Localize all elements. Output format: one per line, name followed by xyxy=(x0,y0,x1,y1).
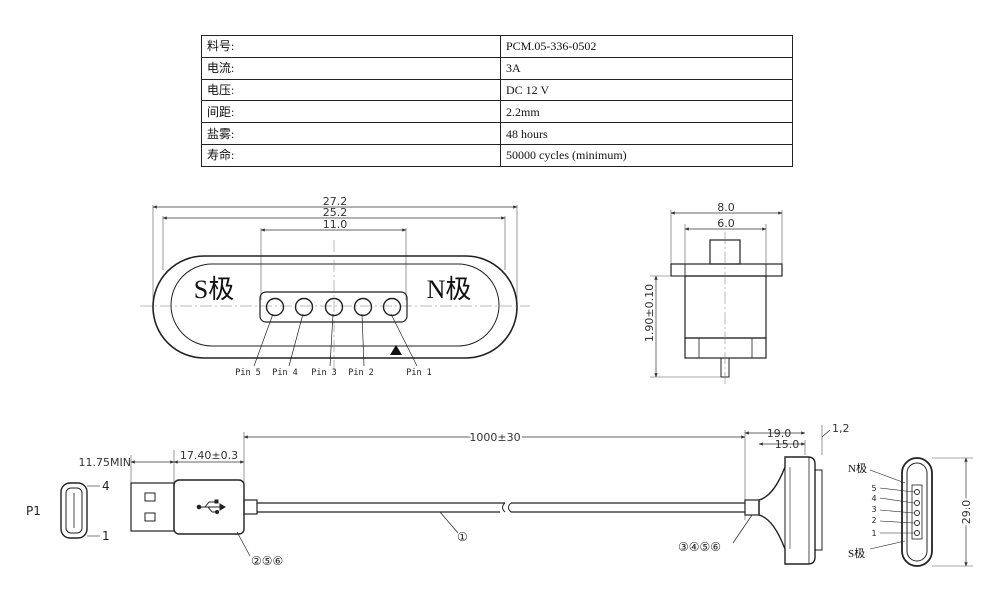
n-pole-label: N极 xyxy=(427,275,472,304)
pin-5-contact xyxy=(265,297,285,317)
pin-1-label: Pin 1 xyxy=(406,368,432,378)
dim-inner: 6.0 xyxy=(717,217,735,230)
pin-1-contact xyxy=(382,297,402,317)
ref-cable: ① xyxy=(457,530,468,544)
s-label: S极 xyxy=(848,546,865,560)
connector-pin-3-label: 3 xyxy=(871,505,876,514)
dim-height: 1.90±0.10 xyxy=(643,284,656,342)
front-view xyxy=(140,205,530,370)
spec-label: 电流: xyxy=(201,56,501,80)
connector-face-inner xyxy=(906,462,928,562)
pin-2-label: Pin 2 xyxy=(348,368,374,378)
pin-5-label: Pin 5 xyxy=(235,368,261,378)
ref-plug: ②⑤⑥ xyxy=(251,554,283,568)
pin-3-contact xyxy=(324,297,344,317)
spec-value: 50000 cycles (minimum) xyxy=(500,143,793,167)
cable-assembly xyxy=(60,425,973,567)
spec-value: DC 12 V xyxy=(500,78,793,102)
spec-label: 寿命: xyxy=(201,143,501,167)
spec-label: 电压: xyxy=(201,78,501,102)
p1-label: P1 xyxy=(26,504,41,518)
dim-overall: 27.2 xyxy=(323,195,348,208)
base-plate xyxy=(684,337,767,359)
side-view xyxy=(650,210,783,385)
spec-row: 盐雾:48 hours xyxy=(201,122,793,145)
spec-row: 寿命:50000 cycles (minimum) xyxy=(201,143,793,167)
dim-connector-height: 29.0 xyxy=(960,500,973,525)
spec-value: 2.2mm xyxy=(500,100,793,124)
dim-head-inner: 15.0 xyxy=(775,438,800,451)
p1-port-inner xyxy=(65,487,83,534)
connector-pin-4-label: 4 xyxy=(871,494,876,503)
outer-body xyxy=(152,255,518,359)
pin-4-label: Pin 4 xyxy=(272,368,298,378)
connector-pin-1-label: 1 xyxy=(871,529,876,538)
dim-width: 8.0 xyxy=(717,201,735,214)
connector-pin-2-label: 2 xyxy=(871,516,876,525)
pin-3-label: Pin 3 xyxy=(311,368,337,378)
dim-pins: 11.0 xyxy=(323,218,348,231)
housing xyxy=(684,275,767,339)
pin-2-contact xyxy=(353,297,373,317)
s-pole-label: S极 xyxy=(194,275,234,304)
dim-plug: 17.40±0.3 xyxy=(180,449,238,462)
spec-row: 电压:DC 12 V xyxy=(201,78,793,102)
p1-pin4-label: 4 xyxy=(102,479,110,493)
orientation-triangle-icon xyxy=(390,345,402,355)
spec-value: 3A xyxy=(500,56,793,80)
usb-symbol-icon xyxy=(196,499,226,514)
dim-tip: 1,2 xyxy=(832,422,850,435)
dim-min: 11.75MIN xyxy=(79,456,131,469)
pin-4-contact xyxy=(294,297,314,317)
dim-length: 1000±30 xyxy=(469,431,520,444)
usb-plug-metal xyxy=(130,482,175,532)
flange xyxy=(670,263,783,277)
connector-head-body xyxy=(758,456,816,565)
spec-label: 间距: xyxy=(201,100,501,124)
ref-head: ③④⑤⑥ xyxy=(678,540,721,554)
connector-pin-5-label: 5 xyxy=(871,484,876,493)
spec-row: 间距:2.2mm xyxy=(201,100,793,124)
n-label: N极 xyxy=(848,461,867,475)
p1-pin1-label: 1 xyxy=(102,529,110,543)
spec-table: 料号:PCM.05-336-0502 电流:3A 电压:DC 12 V 间距:2… xyxy=(201,35,793,167)
spec-row: 电流:3A xyxy=(201,56,793,80)
dim-body: 25.2 xyxy=(323,206,348,219)
usb-strain-relief xyxy=(243,499,258,515)
p1-port-outline xyxy=(60,482,88,539)
inner-body xyxy=(170,263,500,347)
pin-slot xyxy=(259,291,408,323)
dim-head: 19.0 xyxy=(767,427,792,440)
